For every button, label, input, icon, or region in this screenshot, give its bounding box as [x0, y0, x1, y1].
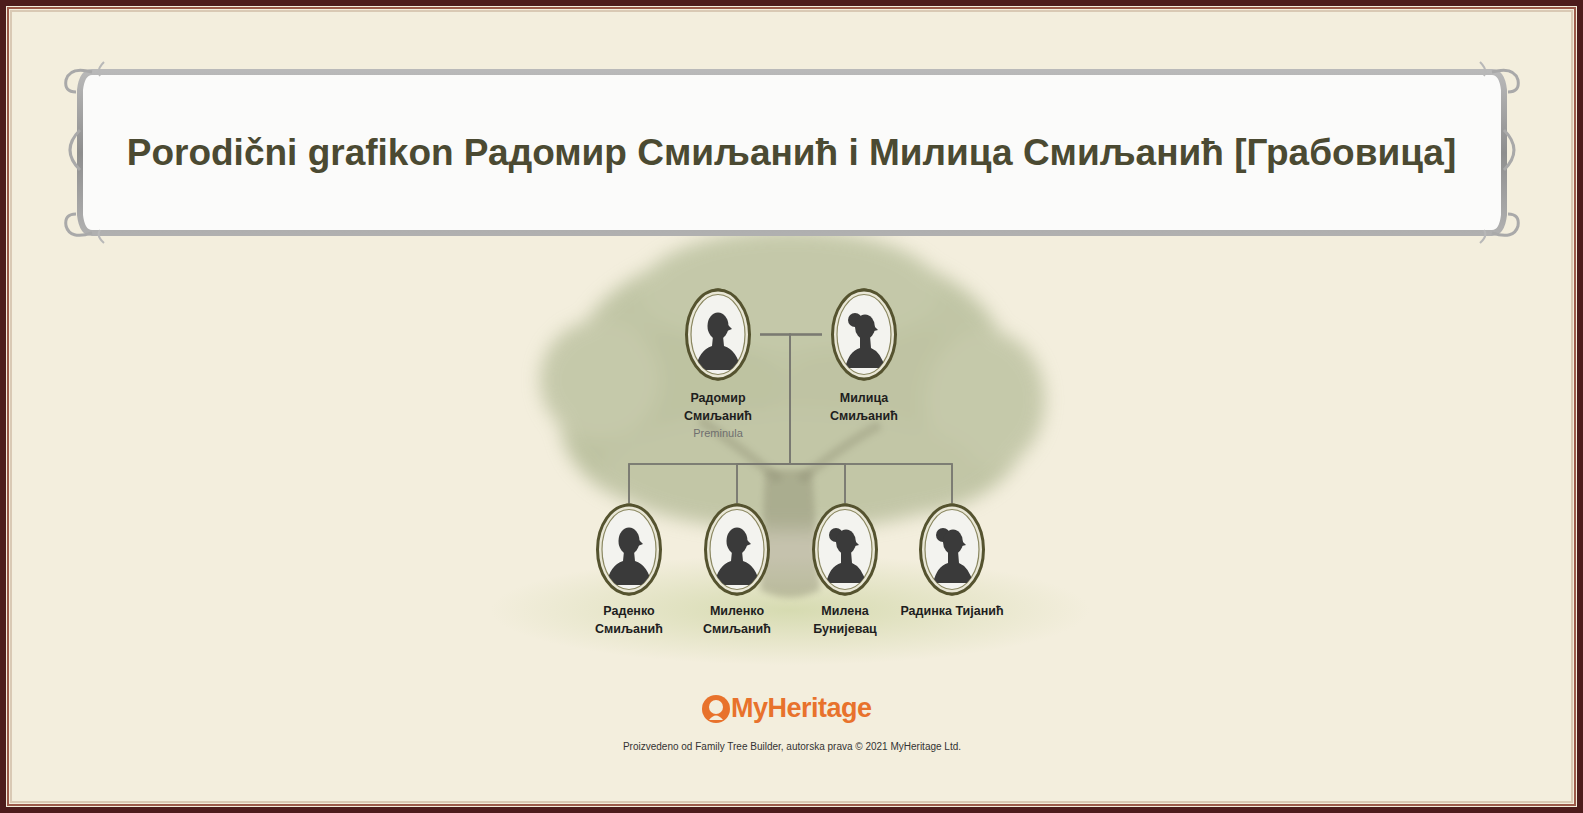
tree-illustration	[490, 230, 1090, 665]
descent-line	[629, 335, 822, 504]
person-name: Раденко Смиљанић	[587, 602, 671, 638]
person-name: Радомир Смиљанић	[676, 389, 760, 425]
person-card: Радинка Тијанић	[890, 503, 1014, 620]
portrait-oval	[596, 503, 662, 596]
person-name: Милица Смиљанић	[822, 389, 906, 425]
title-banner	[66, 62, 1519, 243]
descent-line	[629, 335, 790, 504]
logo-icon	[702, 695, 730, 723]
person-name: Милена Бунијевац	[803, 602, 887, 638]
person-card: Раденко Смиљанић	[587, 503, 671, 638]
portrait-oval	[919, 503, 985, 596]
tree-trunk	[760, 470, 820, 598]
person-name: Миленко Смиљанић	[695, 602, 779, 638]
portrait-oval	[704, 503, 770, 596]
portrait-oval	[831, 288, 897, 381]
person-card: Радомир СмиљанићPreminula	[676, 288, 760, 441]
footer-note: Proizvedeno od Family Tree Builder, auto…	[623, 741, 961, 752]
person-card: Миленко Смиљанић	[695, 503, 779, 638]
frame-outer	[3, 3, 1580, 810]
frame-inner	[11, 11, 1572, 802]
couple-line	[760, 334, 822, 336]
person-card: Милица Смиљанић	[822, 288, 906, 425]
chart-title: Porodični grafikon Радомир Смиљанић i Ми…	[110, 80, 1473, 225]
person-card: Милена Бунијевац	[803, 503, 887, 638]
frame-mid	[8, 8, 1575, 805]
portrait-oval	[812, 503, 878, 596]
status-note: Preminula	[676, 425, 760, 441]
brand-logo: MyHeritage	[731, 693, 872, 724]
portrait-oval	[685, 288, 751, 381]
descent-line	[790, 335, 952, 504]
descent-line	[760, 335, 952, 504]
title-text: Porodični grafikon Радомир Смиљанић i Ми…	[127, 132, 1457, 174]
person-name: Радинка Тијанић	[890, 602, 1014, 620]
